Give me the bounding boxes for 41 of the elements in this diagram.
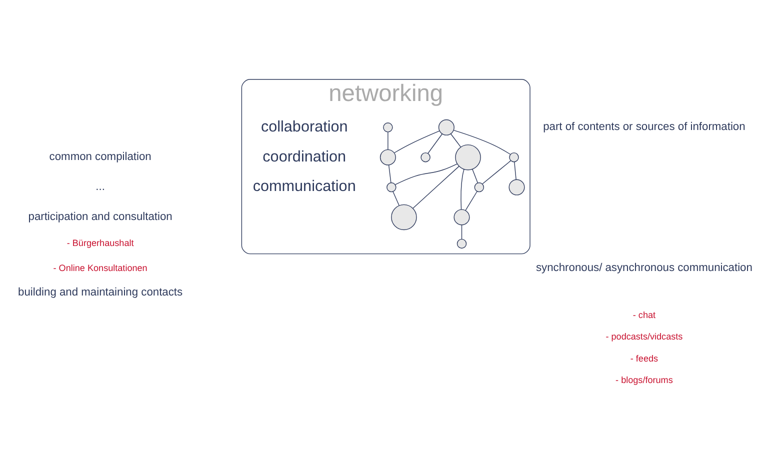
label: collaboration [260,118,348,136]
connector [388,164,392,184]
node-circle [508,179,525,196]
label: - podcasts/vidcasts [606,332,683,342]
connector [395,164,458,185]
label: - Bürgerhaushalt [66,238,134,248]
node-circle [380,149,396,166]
label: - feeds [630,353,658,364]
connector [454,130,511,155]
label: - blogs/forums [616,374,673,385]
connector [465,191,478,211]
connector [472,168,478,184]
connector [394,130,440,154]
connector [460,169,464,210]
label: building and maintaining contacts [18,286,183,298]
node-circle [456,238,467,249]
connector [461,224,462,240]
node-circle [474,182,484,192]
connector [450,134,462,148]
node-circle [386,182,396,192]
connector [412,166,460,209]
node-circle [438,119,454,136]
connector [428,134,443,154]
label: common compilation [49,151,152,163]
label: - Online Konsultationen [53,262,148,273]
node-circle [455,144,481,170]
label: communication [252,178,356,196]
node-circle [420,152,430,162]
label: - chat [632,310,656,320]
label: ... [96,180,105,193]
node-circle [383,122,393,132]
node-circle [454,209,470,226]
connector [514,162,516,180]
label: part of contents or sources of information [543,121,746,134]
connector [482,160,512,184]
node-circle [509,152,519,162]
label: participation and consultation [28,210,172,223]
label: coordination [262,148,346,166]
node-circle [391,204,417,230]
label: synchronous/ asynchronous communication [536,262,752,274]
connector [392,191,400,206]
